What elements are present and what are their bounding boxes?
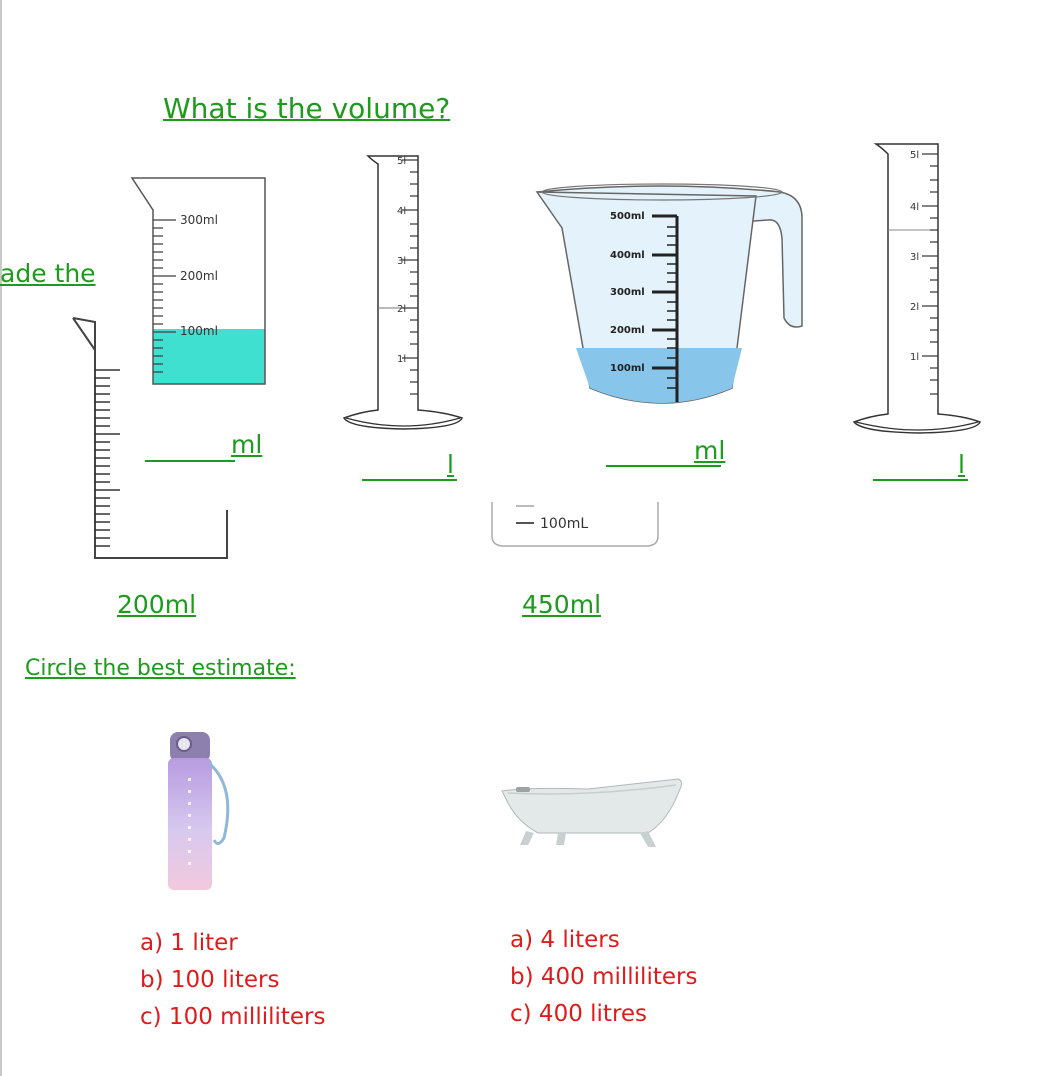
graduated-cylinder-5l: 5l 4l 3l 2l 1l (342, 155, 463, 430)
graduated-cylinder-5l: 5l 4l 3l 2l 1l (852, 143, 981, 434)
unit-label: l (447, 450, 454, 479)
scale-label: 2l (910, 302, 919, 313)
scale-label: 100ml (610, 363, 645, 374)
cropped-heading-fragment: ade the (0, 259, 96, 288)
answer-blank[interactable] (873, 479, 968, 481)
section-heading: Circle the best estimate: (25, 656, 296, 681)
scale-label: 5l (910, 150, 919, 161)
option-a[interactable]: a) 4 liters (510, 927, 620, 953)
scale-label: 100ml (180, 324, 218, 338)
option-c[interactable]: c) 400 litres (510, 1001, 648, 1027)
beaker-liquid (153, 329, 265, 384)
unit-label: ml (694, 436, 726, 465)
unit-label: l (958, 450, 965, 479)
scale-label: 200ml (180, 269, 218, 283)
option-c[interactable]: c) 100 milliliters (140, 1004, 326, 1030)
scale-label: 4l (397, 206, 406, 217)
partial-beaker-outline (72, 317, 228, 559)
option-a[interactable]: a) 1 liter (140, 930, 238, 956)
scale-label: 1l (910, 352, 919, 363)
bathtub-image (501, 778, 683, 847)
estimate-options-bathtub: a) 4 liters b) 400 milliliters c) 400 li… (510, 922, 697, 1033)
water-bottle-image (168, 732, 230, 890)
option-b[interactable]: b) 100 liters (140, 967, 280, 993)
scale-label: 4l (910, 202, 919, 213)
partial-beaker-100ml: 100mL (491, 502, 659, 547)
scale-label: 3l (397, 256, 406, 267)
answer-text: 450ml (522, 590, 602, 619)
page-title: What is the volume? (163, 92, 451, 125)
estimate-options-bottle: a) 1 liter b) 100 liters c) 100 millilit… (140, 925, 326, 1036)
beaker-300ml: 300ml 200ml 100ml (130, 177, 266, 385)
scale-label: 5l (397, 156, 406, 167)
scale-label: 400ml (610, 250, 645, 261)
scale-label: 2l (397, 304, 406, 315)
scale-label: 100mL (540, 516, 588, 532)
scale-label: 200ml (610, 325, 645, 336)
option-b[interactable]: b) 400 milliliters (510, 964, 698, 990)
answer-blank[interactable] (606, 465, 721, 467)
scale-label: 300ml (610, 287, 645, 298)
unit-label: ml (231, 430, 263, 459)
scale-label: 300ml (180, 213, 218, 227)
answer-text: 200ml (117, 590, 197, 619)
answer-blank[interactable] (145, 460, 235, 462)
scale-label: 1l (397, 354, 406, 365)
measuring-jug: 500ml 400ml 300ml 200ml 100ml (535, 183, 803, 404)
scale-label: 500ml (610, 211, 645, 222)
page-left-border (0, 0, 2, 1076)
scale-label: 3l (910, 252, 919, 263)
jug-liquid (576, 348, 742, 403)
answer-blank[interactable] (362, 479, 457, 481)
